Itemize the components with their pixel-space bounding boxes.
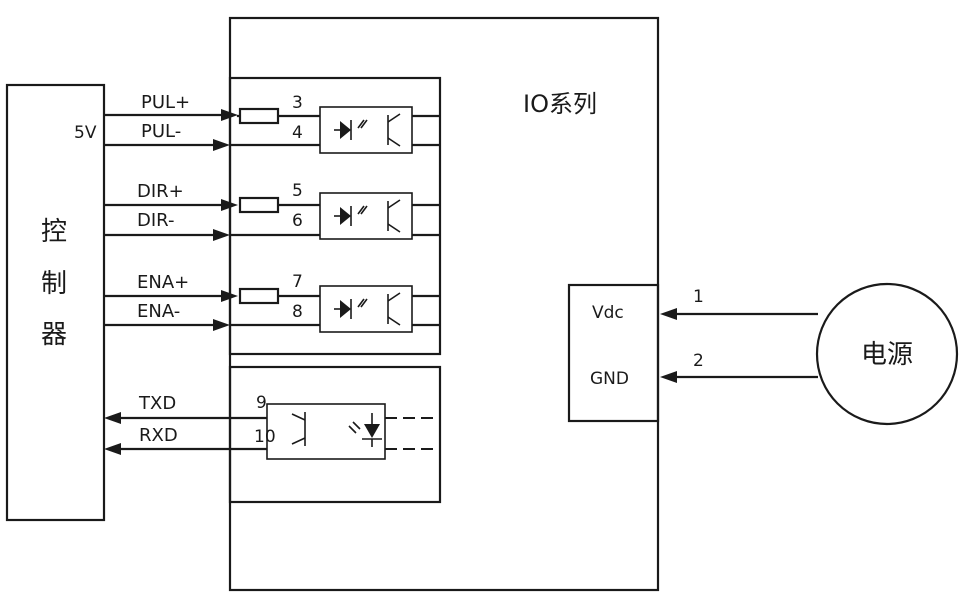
signal-pul-plus: PUL+ — [141, 92, 190, 113]
optocoupler-ena — [319, 285, 413, 333]
signal-dir-minus: DIR- — [137, 210, 174, 231]
channel-pul: PUL+ PUL- 3 4 — [104, 92, 440, 154]
controller-label-char-2: 制 — [41, 269, 67, 299]
signal-txd: TXD — [138, 393, 176, 414]
pin-6: 6 — [292, 211, 303, 231]
pin-9: 9 — [256, 393, 267, 413]
channel-serial: TXD RXD 9 10 — [104, 393, 440, 460]
pin-5: 5 — [292, 181, 303, 201]
vdc-label: Vdc — [592, 303, 624, 323]
pin-1-label: 1 — [693, 287, 704, 307]
wire-vdc: 1 — [660, 287, 818, 320]
optocoupler-dir — [319, 192, 413, 240]
power-source-label: 电源 — [861, 340, 913, 370]
channel-ena: ENA+ ENA- 7 8 — [104, 272, 440, 333]
channel-dir: DIR+ DIR- 5 6 — [104, 181, 440, 241]
pin-7: 7 — [292, 272, 303, 292]
optocoupler-serial — [266, 403, 386, 460]
pin-8: 8 — [292, 302, 303, 322]
driver-title: IO系列 — [523, 90, 597, 118]
signal-ena-plus: ENA+ — [137, 272, 189, 293]
signal-ena-minus: ENA- — [137, 301, 180, 322]
signal-rxd: RXD — [139, 425, 178, 446]
pin-2-label: 2 — [693, 351, 704, 371]
power-source: 电源 — [815, 282, 959, 426]
signal-pul-minus: PUL- — [141, 121, 181, 142]
controller-label-char-1: 控 — [41, 217, 67, 247]
controller-label-char-3: 器 — [41, 320, 67, 350]
signal-dir-plus: DIR+ — [137, 181, 184, 202]
power-terminal-block: Vdc GND — [567, 283, 660, 423]
optocoupler-pul — [319, 106, 413, 154]
gnd-label: GND — [590, 369, 629, 389]
wire-gnd: 2 — [660, 351, 818, 383]
input-circuit-box — [228, 76, 442, 356]
supply-5v-label: 5V — [74, 123, 97, 143]
pin-4: 4 — [292, 123, 303, 143]
pin-3: 3 — [292, 93, 303, 113]
pin-10: 10 — [254, 427, 276, 447]
output-circuit-box — [228, 365, 442, 504]
controller-block: 控 制 器 5V — [5, 83, 106, 522]
